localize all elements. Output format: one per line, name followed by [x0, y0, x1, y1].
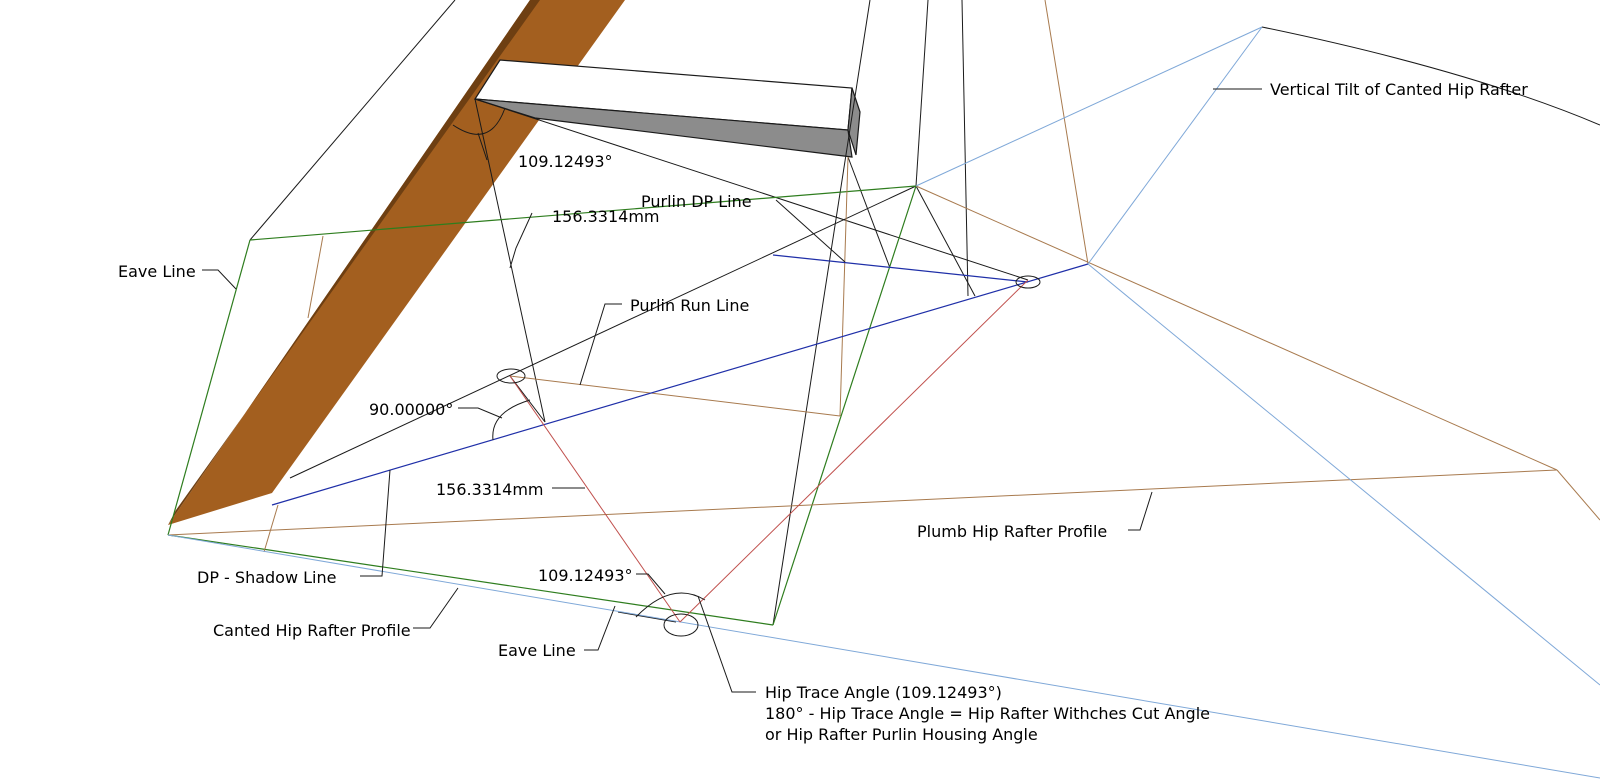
- label-purlin-run-line: Purlin Run Line: [630, 296, 749, 315]
- angle-arc-90: [492, 399, 531, 441]
- brown-profile-lines: [167, 0, 1600, 553]
- label-angle-bottom: 109.12493°: [538, 566, 633, 585]
- label-eave-line-bottom: Eave Line: [498, 641, 576, 660]
- purlin-box: [473, 59, 861, 158]
- black-construction-lines: [249, 0, 1029, 626]
- light-blue-lines: [167, 26, 1600, 779]
- label-dim-top: 156.3314mm: [552, 207, 660, 226]
- angle-arc-top: [452, 107, 506, 135]
- purlin-end-face: [847, 87, 861, 156]
- label-eave-line-left: Eave Line: [118, 262, 196, 281]
- label-plumb-hip-rafter-profile: Plumb Hip Rafter Profile: [917, 522, 1107, 541]
- blue-dp-lines: [271, 254, 1089, 506]
- green-eave-lines: [167, 185, 917, 626]
- leader-lines: [202, 88, 1262, 693]
- marker-ellipse-hip-trace: [663, 613, 699, 637]
- label-hip-trace-line2: 180° - Hip Trace Angle = Hip Rafter With…: [765, 704, 1210, 723]
- label-dp-shadow-line: DP - Shadow Line: [197, 568, 336, 587]
- vertical-tilt-arc: [1261, 26, 1600, 126]
- label-hip-trace-line1: Hip Trace Angle (109.12493°): [765, 683, 1002, 702]
- label-angle-top: 109.12493°: [518, 152, 613, 171]
- marker-ellipse-dp: [1015, 275, 1041, 289]
- label-canted-hip-rafter-profile: Canted Hip Rafter Profile: [213, 621, 411, 640]
- label-vertical-tilt: Vertical Tilt of Canted Hip Rafter: [1270, 80, 1528, 99]
- angle-markers: [452, 107, 1041, 637]
- rafter-top-face: [168, 0, 625, 525]
- hip-rafter-beam: [168, 0, 625, 525]
- marker-ellipse-purlin-run: [496, 368, 526, 384]
- label-purlin-dp-line: Purlin DP Line: [641, 192, 752, 211]
- label-dim-mid: 156.3314mm: [436, 480, 544, 499]
- red-hip-lines: [509, 279, 1029, 623]
- label-hip-trace-line3: or Hip Rafter Purlin Housing Angle: [765, 725, 1038, 744]
- label-angle-90: 90.00000°: [369, 400, 453, 419]
